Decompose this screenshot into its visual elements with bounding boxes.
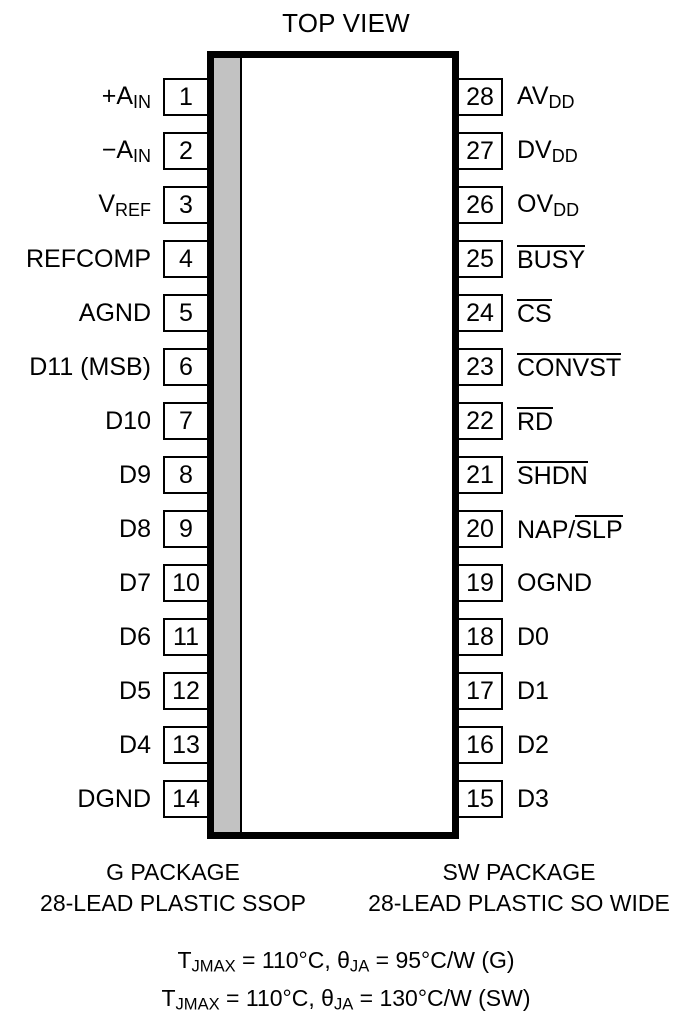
pin-one-notch-strip [214, 58, 242, 832]
pin-number-box: 12 [163, 672, 209, 710]
pin-number-box: 19 [457, 564, 503, 602]
page-title: TOP VIEW [282, 8, 410, 38]
pin-signal-label: BUSY [517, 245, 586, 274]
pin-number-box: 16 [457, 726, 503, 764]
pin-signal-label: DVDD [517, 135, 578, 166]
pin-number-box: 4 [163, 240, 209, 278]
pin-number-box: 15 [457, 780, 503, 818]
pin-row: VREF 3 [0, 186, 209, 224]
pin-signal-label: RD [517, 407, 554, 436]
pin-row: 21 SHDN [457, 456, 692, 494]
pin-row: 20 NAP/SLP [457, 510, 692, 548]
pin-number-box: 26 [457, 186, 503, 224]
pin-row: 26 OVDD [457, 186, 692, 224]
package-name: G PACKAGE [106, 859, 240, 885]
pin-number-box: 17 [457, 672, 503, 710]
pin-row: 28 AVDD [457, 78, 692, 116]
pin-signal-label: AGND [78, 298, 151, 327]
pin-number-box: 10 [163, 564, 209, 602]
chip-package-body [207, 51, 459, 839]
pin-row: D7 10 [0, 564, 209, 602]
pin-signal-label: CS [517, 299, 552, 328]
pin-row: D6 11 [0, 618, 209, 656]
pin-row: D5 12 [0, 672, 209, 710]
pin-signal-label: SHDN [517, 461, 588, 490]
pin-number-box: 8 [163, 456, 209, 494]
pin-number-box: 22 [457, 402, 503, 440]
pin-row: 27 DVDD [457, 132, 692, 170]
pin-number-box: 14 [163, 780, 209, 818]
pin-signal-label: D5 [119, 676, 151, 705]
pin-number-box: 3 [163, 186, 209, 224]
pin-row: 23 CONVST [457, 348, 692, 386]
pin-row: D9 8 [0, 456, 209, 494]
pin-signal-label: D2 [517, 730, 549, 759]
pin-number-box: 28 [457, 78, 503, 116]
package-captions: G PACKAGE 28-LEAD PLASTIC SSOP SW PACKAG… [0, 857, 692, 918]
pin-row: D11 (MSB) 6 [0, 348, 209, 386]
pin-row: 19 OGND [457, 564, 692, 602]
pin-number-box: 9 [163, 510, 209, 548]
pin-signal-label: D11 (MSB) [29, 352, 151, 381]
pin-signal-label: +AIN [101, 81, 151, 112]
pin-row: 16 D2 [457, 726, 692, 764]
pin-signal-label: AVDD [517, 81, 575, 112]
thermal-specifications: TJMAX = 110°C, θJA = 95°C/W (G) TJMAX = 1… [0, 942, 692, 1019]
pin-number-box: 18 [457, 618, 503, 656]
pin-signal-label: D6 [119, 622, 151, 651]
pin-number-box: 27 [457, 132, 503, 170]
pin-row: AGND 5 [0, 294, 209, 332]
pin-row: 15 D3 [457, 780, 692, 818]
package-caption-sw: SW PACKAGE 28-LEAD PLASTIC SO WIDE [346, 857, 692, 918]
pin-row: 18 D0 [457, 618, 692, 656]
pin-row: REFCOMP 4 [0, 240, 209, 278]
pin-number-box: 20 [457, 510, 503, 548]
thermal-spec-line: TJMAX = 110°C, θJA = 130°C/W (SW) [161, 985, 531, 1015]
pin-number-box: 5 [163, 294, 209, 332]
pin-row: D10 7 [0, 402, 209, 440]
pin-signal-label: D8 [119, 514, 151, 543]
pin-number-box: 23 [457, 348, 503, 386]
package-description: 28-LEAD PLASTIC SSOP [40, 889, 306, 916]
pin-signal-label: −AIN [101, 135, 151, 166]
pin-signal-label: VREF [98, 189, 151, 220]
package-caption-g: G PACKAGE 28-LEAD PLASTIC SSOP [0, 857, 346, 918]
pin-number-box: 1 [163, 78, 209, 116]
pin-row: 24 CS [457, 294, 692, 332]
pin-row: +AIN 1 [0, 78, 209, 116]
pin-number-box: 11 [163, 618, 209, 656]
pin-signal-label: D9 [119, 460, 151, 489]
pin-row: 25 BUSY [457, 240, 692, 278]
pin-row: D8 9 [0, 510, 209, 548]
pin-signal-label: REFCOMP [26, 244, 151, 273]
pin-signal-label: D0 [517, 622, 549, 651]
pin-signal-label: CONVST [517, 353, 622, 382]
pin-row: 22 RD [457, 402, 692, 440]
pin-signal-label: D4 [119, 730, 151, 759]
package-description: 28-LEAD PLASTIC SO WIDE [368, 889, 670, 916]
pin-signal-label: D3 [517, 784, 549, 813]
pin-number-box: 13 [163, 726, 209, 764]
pin-number-box: 7 [163, 402, 209, 440]
pin-signal-label: D1 [517, 676, 549, 705]
pin-row: 17 D1 [457, 672, 692, 710]
pin-signal-label: OVDD [517, 189, 580, 220]
pin-number-box: 21 [457, 456, 503, 494]
pin-row: DGND 14 [0, 780, 209, 818]
package-name: SW PACKAGE [442, 859, 596, 885]
pin-signal-label: DGND [77, 784, 151, 813]
pin-row: −AIN 2 [0, 132, 209, 170]
pin-number-box: 6 [163, 348, 209, 386]
thermal-spec-line: TJMAX = 110°C, θJA = 95°C/W (G) [177, 947, 515, 976]
pin-row: D4 13 [0, 726, 209, 764]
pin-signal-label: D10 [105, 406, 151, 435]
pin-signal-label: NAP/SLP [517, 515, 623, 544]
pin-signal-label: D7 [119, 568, 151, 597]
pin-number-box: 25 [457, 240, 503, 278]
pin-signal-label: OGND [517, 568, 592, 597]
pin-number-box: 24 [457, 294, 503, 332]
pin-number-box: 2 [163, 132, 209, 170]
